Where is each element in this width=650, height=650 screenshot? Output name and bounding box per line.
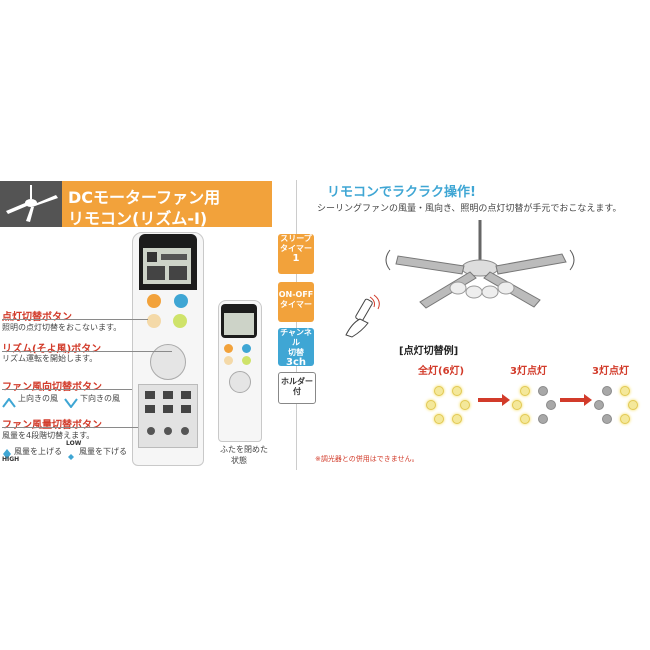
fan-speed-desc: 風量を4段階切替えます。 — [2, 431, 95, 440]
light-bulb-icon — [594, 400, 604, 410]
fan-button[interactable] — [174, 294, 188, 308]
light-bulb-icon — [452, 414, 462, 424]
downward-wind-desc: 下向きの風 — [80, 394, 120, 403]
fan-speed-label: ファン風量切替ボタン — [2, 420, 102, 431]
holder-badge-line2: 付 — [293, 387, 301, 396]
feature-title: リモコンでラクラク操作! — [327, 185, 476, 200]
remote-inner-panel — [138, 384, 198, 448]
light-switch-label: 点灯切替ボタン — [2, 312, 72, 323]
leader-line — [2, 351, 172, 352]
sleep-timer-badge: スリープ タイマー 1 — [278, 234, 314, 274]
light-bulb-icon — [460, 400, 470, 410]
low-label: LOW — [66, 440, 82, 447]
light-bulb-icon — [620, 414, 630, 424]
small-light-button-2[interactable] — [224, 356, 233, 365]
remote-small-caption: ふたを閉めた — [220, 445, 268, 454]
leader-line — [2, 319, 148, 320]
upward-wind-icon — [2, 393, 16, 408]
dimmer-note: ※調光器との併用はできません。 — [315, 455, 419, 463]
channel-switch-badge: チャンネル 切替 3ch — [278, 328, 314, 368]
fan-high-icon — [2, 444, 12, 459]
light-switch-button[interactable] — [147, 294, 161, 308]
light-bulb-icon — [512, 400, 522, 410]
fan-direction-dial[interactable] — [150, 344, 186, 380]
light-bulb-icon — [546, 400, 556, 410]
light-bulb-icon — [538, 414, 548, 424]
leader-line — [2, 389, 132, 390]
light-bulb-icon — [602, 386, 612, 396]
arrow-head-icon — [584, 394, 592, 406]
sleep-badge-line2: タイマー — [280, 244, 312, 253]
rhythm-button[interactable] — [173, 314, 187, 328]
ch-badge-line1: チャンネル — [280, 328, 312, 347]
arrow-icon — [478, 398, 504, 402]
feature-desc: シーリングファンの風量・風向き、照明の点灯切替が手元でおこなえます。 — [317, 204, 622, 214]
rhythm-desc: リズム運転を開始します。 — [2, 354, 98, 363]
light-bulb-icon — [434, 386, 444, 396]
remote-lcd-screen — [143, 248, 191, 284]
light-bulb-icon — [538, 386, 548, 396]
fan-direction-label: ファン風向切替ボタン — [2, 382, 102, 393]
small-light-button[interactable] — [224, 344, 233, 353]
light-bulb-icon — [426, 400, 436, 410]
ceiling-fan-illustration — [380, 220, 580, 330]
small-fan-button[interactable] — [242, 344, 251, 353]
downward-wind-icon — [64, 393, 78, 409]
light-switch-desc: 照明の点灯切替をおこないます。 — [2, 323, 122, 332]
lighting-example-title: [点灯切替例] — [399, 346, 459, 357]
high-label: HIGH — [2, 456, 20, 463]
rhythm-label: リズム(そよ風)ボタン — [2, 344, 102, 355]
arrow-head-icon — [502, 394, 510, 406]
pattern-label-3b: 3灯点灯 — [592, 366, 629, 377]
ceiling-fan-icon — [0, 181, 62, 227]
page-subtitle: リモコン(リズム-I) — [68, 209, 208, 228]
onoff-timer-badge: ON-OFF タイマー — [278, 282, 314, 322]
pattern-label-all: 全灯(6灯) — [418, 366, 465, 377]
light-bulb-icon — [620, 386, 630, 396]
fan-speed-up-desc: 風量を上げる — [14, 447, 62, 456]
small-rhythm-button[interactable] — [242, 356, 251, 365]
remote-small-caption-2: 状態 — [231, 456, 247, 465]
fan-speed-down-desc: 風量を下げる — [79, 447, 127, 456]
remote-small-lcd-screen — [224, 313, 254, 335]
leader-line — [2, 427, 138, 428]
light-bulb-icon — [434, 414, 444, 424]
holder-badge-line1: ホルダー — [281, 377, 313, 386]
hand-with-remote-icon — [338, 293, 384, 339]
page-title: DCモーターファン用 — [68, 188, 221, 207]
sleep-badge-value: 1 — [292, 253, 300, 264]
fan-low-icon — [66, 447, 76, 460]
section-divider — [296, 180, 297, 470]
light-bulb-icon — [602, 414, 612, 424]
light-switch-button-2[interactable] — [147, 314, 161, 328]
onoff-badge-line2: タイマー — [280, 300, 312, 309]
light-bulb-icon — [520, 386, 530, 396]
upward-wind-desc: 上向きの風 — [18, 394, 58, 403]
small-direction-dial[interactable] — [229, 371, 251, 393]
onoff-badge-line1: ON-OFF — [278, 290, 314, 299]
light-bulb-icon — [452, 386, 462, 396]
sleep-badge-line1: スリープ — [280, 234, 312, 243]
ch-badge-line2: 切替 — [288, 348, 304, 357]
light-bulb-icon — [520, 414, 530, 424]
pattern-label-3a: 3灯点灯 — [510, 366, 547, 377]
light-bulb-icon — [628, 400, 638, 410]
arrow-icon — [560, 398, 586, 402]
ch-badge-value: 3ch — [285, 357, 306, 368]
holder-badge: ホルダー 付 — [278, 372, 316, 404]
